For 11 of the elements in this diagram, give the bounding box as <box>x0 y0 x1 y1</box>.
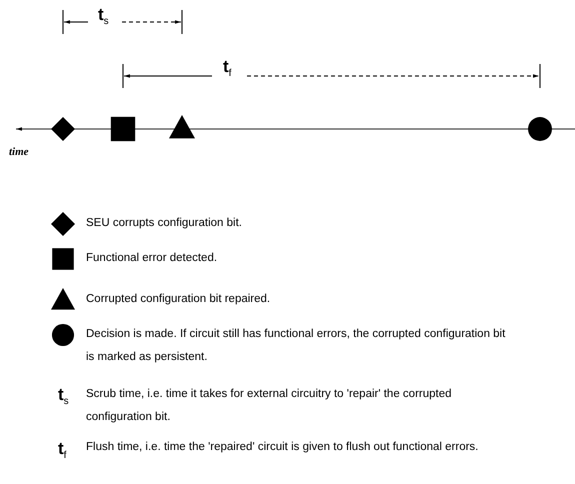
legend-text: Functional error detected. <box>86 251 218 266</box>
legend-text: Scrub time, i.e. time it takes for external circuitry to 'repair' the corrupted configuration bit. <box>86 387 453 425</box>
duration-symbol: t$_{f}$ <box>58 440 66 460</box>
legend-text: SEU corrupts configuration bit. <box>86 216 243 231</box>
duration-symbol: t$_{s}$ <box>98 6 109 26</box>
axis-label: time <box>9 146 29 158</box>
duration-symbol: t$_{s}$ <box>58 386 69 406</box>
duration-symbol: t$_{f}$ <box>223 58 232 78</box>
legend-text: Flush time, i.e. time the 'repaired' circuit is given to flush out functional errors. <box>86 440 480 455</box>
legend-text: Corrupted configuration bit repaired. <box>86 292 272 307</box>
legend-text: Decision is made. If circuit still has functional errors, the corrupted configuration bit is marked as persistent. <box>86 327 506 365</box>
